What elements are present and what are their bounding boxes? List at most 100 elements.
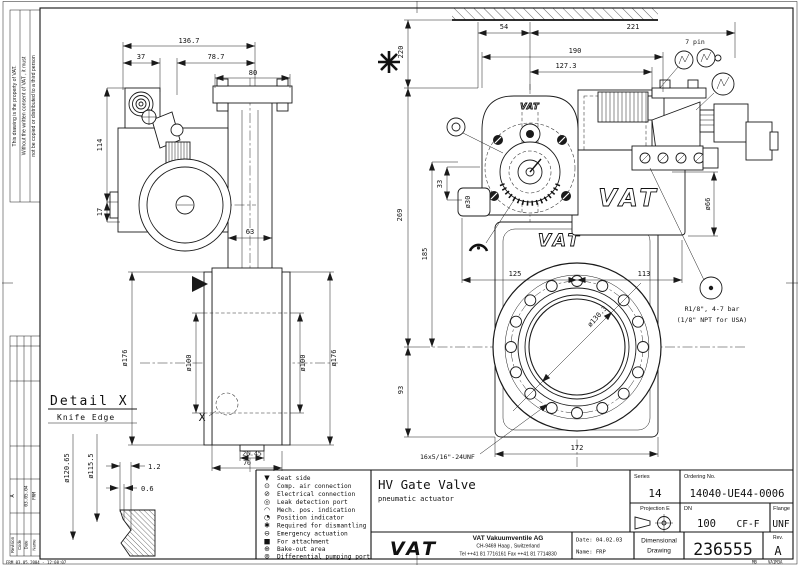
dim-70: 70 (243, 459, 251, 467)
legend-label: Bake-out area (277, 546, 326, 553)
dim-17: 17 (96, 208, 104, 216)
detail-x-callout (215, 392, 239, 416)
diff-pumping-icon: ⊚ (264, 553, 270, 561)
doc-type-line1: Dimensional (641, 538, 677, 545)
property-note-line1: This drawing is the property of VAT. (12, 65, 18, 146)
revision-name-value: FRM (31, 492, 37, 500)
series-value: 14 (648, 487, 662, 500)
dim-221: 221 (627, 23, 640, 31)
flange-label: Flange (773, 506, 790, 512)
dim-220: 220 (397, 46, 405, 59)
side-view: X 136.7 37 78.7 80 114 17 63 ø176 ø176 (96, 37, 338, 472)
company-phone: Tel ++41 81 7716161 Fax ++41 81 7714830 (459, 552, 557, 558)
dim-190: 190 (569, 47, 582, 55)
dim-33: 33 (436, 180, 444, 188)
dim-30: ø30 (464, 196, 472, 209)
mech-pos-icon: ◠ (264, 506, 270, 514)
projection-label: Projection E (640, 506, 670, 512)
electrical-icon: ⊘ (264, 490, 270, 498)
plot-stamp: FRM 03.05.2004 - 12:08:07 (6, 560, 67, 565)
front-view: VAT VAT VAT (378, 8, 779, 470)
detail-x-ref-label: X (199, 411, 206, 424)
attachment-icon: ■ (264, 538, 271, 546)
detail-subtitle: Knife Edge (57, 413, 115, 422)
drawing-subtitle: pneumatic actuator (378, 495, 454, 503)
name-value: Name: FRP (576, 550, 606, 556)
dim-120-65: ø120.65 (63, 453, 71, 483)
doc-type-line2: Drawing (647, 548, 671, 555)
legend-label: Position indicator (277, 515, 344, 522)
dim-100-right: ø100 (299, 355, 307, 372)
dim-136-7: 136.7 (178, 37, 199, 45)
revision-value: A (10, 494, 16, 498)
emergency-icon: ⊖ (264, 530, 270, 538)
dim-114: 114 (96, 139, 104, 152)
document-number: 236555 (693, 540, 753, 559)
legend-label: Differential pumping port (277, 554, 370, 561)
company-logo: VAT (390, 538, 438, 560)
company-name: VAT Vakuumventile AG (473, 535, 544, 542)
drawing-title: HV Gate Valve (378, 477, 476, 492)
dim-66: ø66 (704, 198, 712, 211)
property-note: This drawing is the property of VAT. Wit… (9, 9, 41, 203)
dim-185: 185 (421, 248, 429, 261)
leak-detection-symbol-icon (446, 117, 466, 137)
dismantling-symbol-icon (378, 51, 400, 73)
dim-63: 63 (246, 228, 254, 236)
mounting-wall-hatch (452, 8, 658, 20)
doc-code-left: MB (752, 560, 757, 565)
legend-label: Mech. pos. indication (277, 507, 356, 514)
bakeout-icon: ⊕ (264, 545, 270, 553)
position-indicator-icon: ◔ (264, 514, 270, 522)
dim-0-6: 0.6 (141, 485, 154, 493)
legend-label: Comp. air connection (277, 483, 352, 490)
name-label: Name (31, 539, 36, 551)
dim-127-3: 127.3 (555, 62, 576, 70)
legend-label: Emergency actuation (277, 531, 348, 538)
thread-note: 16x5/16"-24UNF (420, 453, 475, 461)
dismantling-icon: ✱ (264, 522, 270, 530)
air-note-1: R1/8", 4-7 bar (685, 305, 740, 313)
legend-label: For attachment (277, 539, 329, 546)
dim-26-45: 26.45 (242, 450, 262, 458)
detail-title: Detail X (50, 394, 129, 409)
revision-label: Revision (10, 536, 15, 553)
dim-125: 125 (509, 270, 522, 278)
detail-x-view: Detail X Knife Edge ø120.65 ø115.5 1.2 0… (48, 394, 161, 557)
air-note-2: (1/8" NPT for USA) (677, 316, 747, 324)
dim-78-7: 78.7 (208, 53, 225, 61)
seal-value: CF-F (737, 519, 760, 530)
dn-value: 100 (697, 518, 716, 530)
ordering-label: Ordering No. (684, 474, 716, 480)
body-logo: VAT (538, 231, 582, 251)
dim-100-left: ø100 (185, 355, 193, 372)
seat-side-icon: ▼ (264, 474, 270, 482)
date-value: Date: 04.02.03 (576, 538, 622, 544)
dim-172: 172 (571, 444, 584, 452)
dim-269: 269 (396, 209, 404, 222)
legend-label: Electrical connection (277, 491, 356, 498)
actuator-logo: VAT (520, 102, 540, 111)
property-note-line2: Without the written consent of VAT , it … (22, 56, 28, 155)
seat-side-marker-icon (192, 276, 208, 292)
plate-logo: VAT (598, 184, 660, 212)
projection-symbol-icon (634, 514, 673, 532)
dim-176-left: ø176 (121, 350, 129, 367)
dim-115-5: ø115.5 (87, 453, 95, 478)
legend-label: Required for dismantling (277, 523, 367, 530)
rev-label: Rev. (773, 535, 783, 541)
legend-label: Seat side (277, 475, 311, 482)
legend: ▼ Seat side ⊙ Comp. air connection ⊘ Ele… (255, 469, 793, 561)
comp-air-icon: ⊙ (264, 482, 270, 490)
mech-pos-symbol-icon (468, 243, 489, 252)
rev-value: A (774, 544, 782, 558)
doc-code-right: VA1M3A (768, 560, 783, 565)
knife-edge-section (119, 509, 156, 557)
dim-54: 54 (500, 23, 508, 31)
dim-37: 37 (137, 53, 145, 61)
revision-date-value: 03.05.04 (24, 485, 30, 507)
leak-detection-icon: ◎ (264, 498, 270, 506)
date-label: Date (24, 540, 29, 550)
